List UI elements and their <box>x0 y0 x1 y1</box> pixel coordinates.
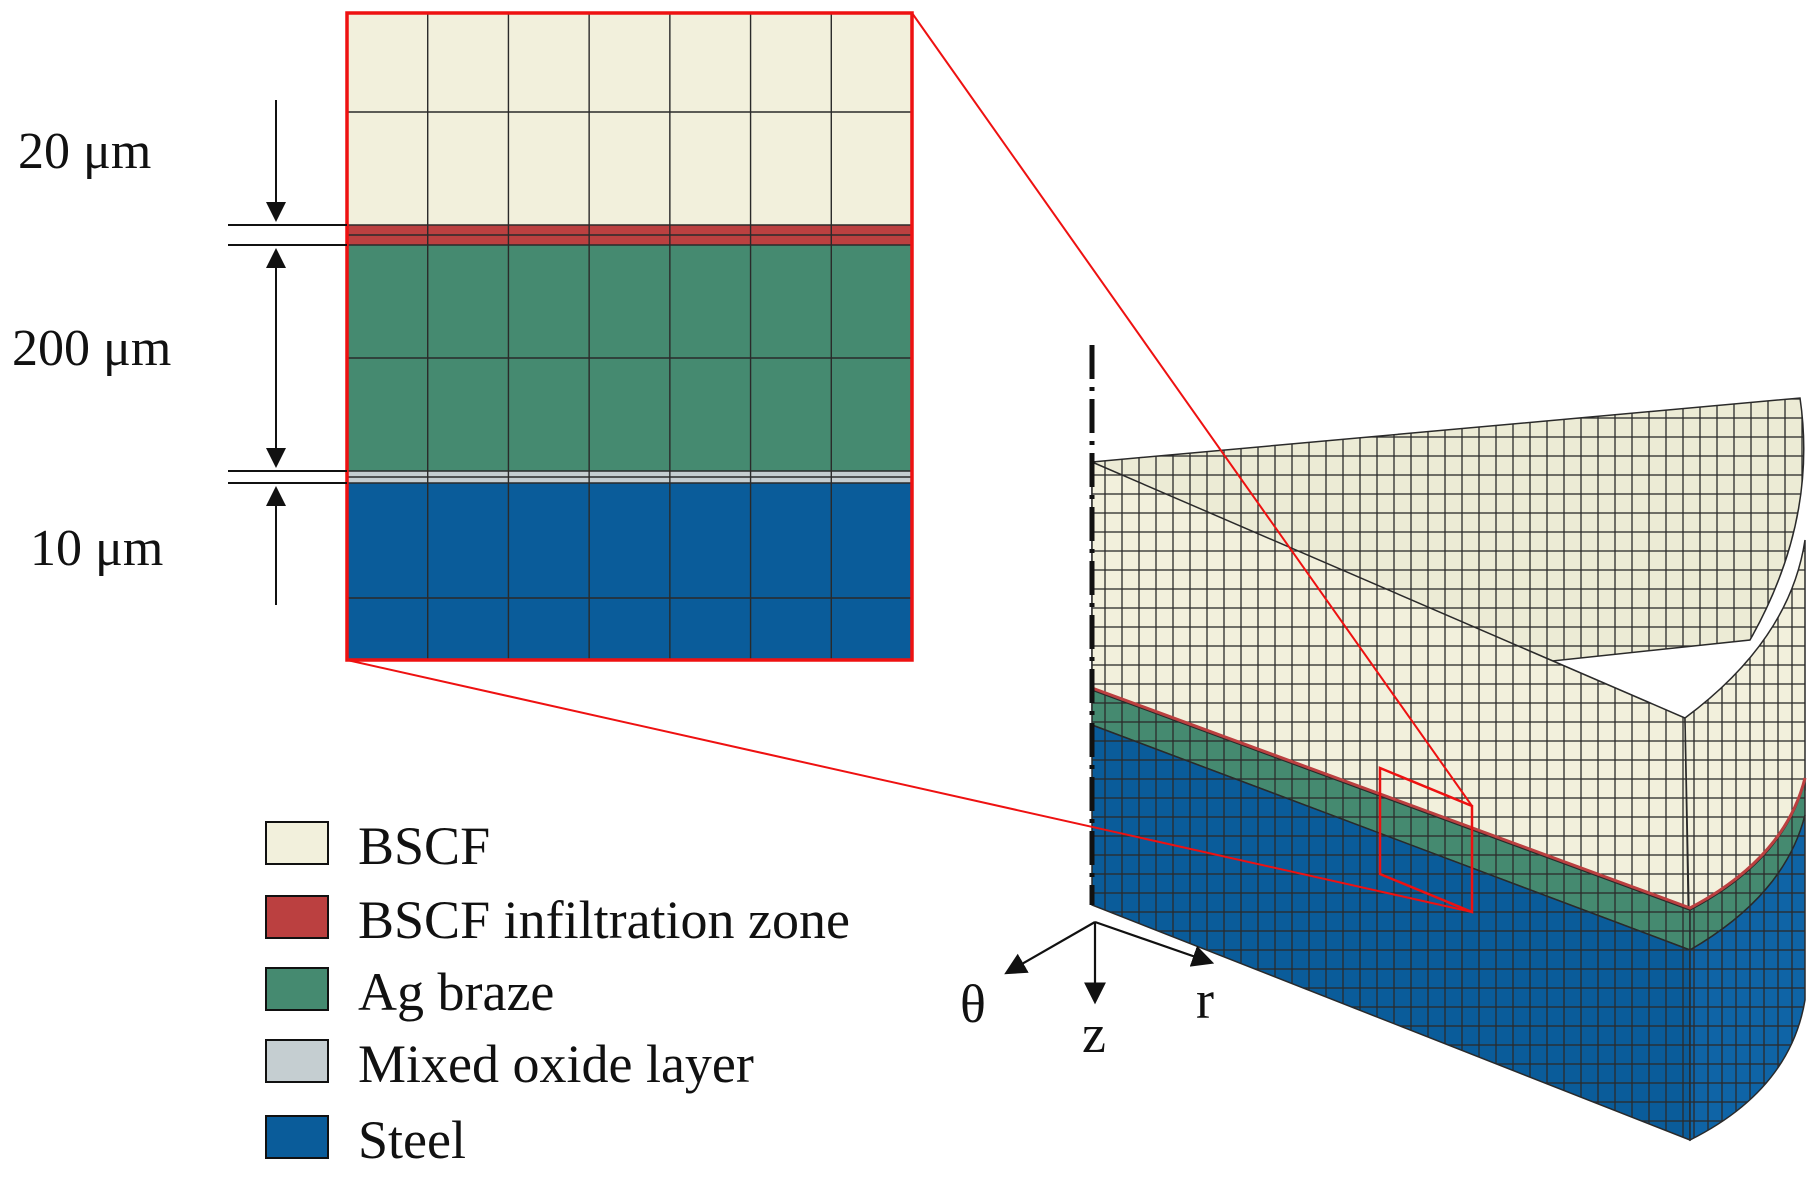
wedge-steel-side-mesh <box>1690 815 1805 1140</box>
axis-theta-arrow <box>1004 921 1096 975</box>
coordinate-axes <box>1004 920 1215 1005</box>
legend-label-infiltration: BSCF infiltration zone <box>358 890 850 950</box>
wedge-braze-front-mesh <box>1092 690 1690 950</box>
legend-swatch-mixed-oxide <box>265 1039 329 1083</box>
legend: BSCF BSCF infiltration zone Ag braze Mix… <box>265 816 850 1170</box>
zoom-connector-top <box>911 12 1473 807</box>
legend-swatch-bscf <box>265 821 329 865</box>
dimension-annotations <box>228 100 347 605</box>
legend-swatch-infiltration <box>265 895 329 939</box>
zoom-connector-bottom <box>346 659 1473 913</box>
wedge-infiltration-line <box>1091 686 1807 910</box>
legend-swatch-steel <box>265 1115 329 1159</box>
legend-label-mixed-oxide: Mixed oxide layer <box>358 1034 754 1094</box>
zoom-bscf-layer <box>347 13 912 225</box>
zoomed-section <box>345 11 914 662</box>
legend-label-ag-braze: Ag braze <box>358 962 554 1022</box>
axis-label-theta: θ <box>960 974 986 1034</box>
axis-r-arrow <box>1094 920 1215 967</box>
zoom-frame <box>345 11 914 662</box>
legend-label-bscf: BSCF <box>358 816 490 876</box>
axis-label-z: z <box>1082 1004 1106 1064</box>
legend-swatch-ag-braze <box>265 967 329 1011</box>
legend-label-steel: Steel <box>358 1110 466 1170</box>
wedge-braze-side-mesh <box>1690 780 1805 950</box>
wedge-steel-front-mesh <box>1092 725 1690 1140</box>
wedge-model <box>1089 345 1807 1142</box>
dim-label-oxide: 10 μm <box>30 520 163 577</box>
dim-label-braze: 200 μm <box>12 320 171 377</box>
zoom-steel-layer <box>347 483 912 660</box>
dim-label-bscf: 20 μm <box>18 123 151 180</box>
axis-label-r: r <box>1196 970 1214 1030</box>
zoom-mesh-grid <box>347 13 912 660</box>
